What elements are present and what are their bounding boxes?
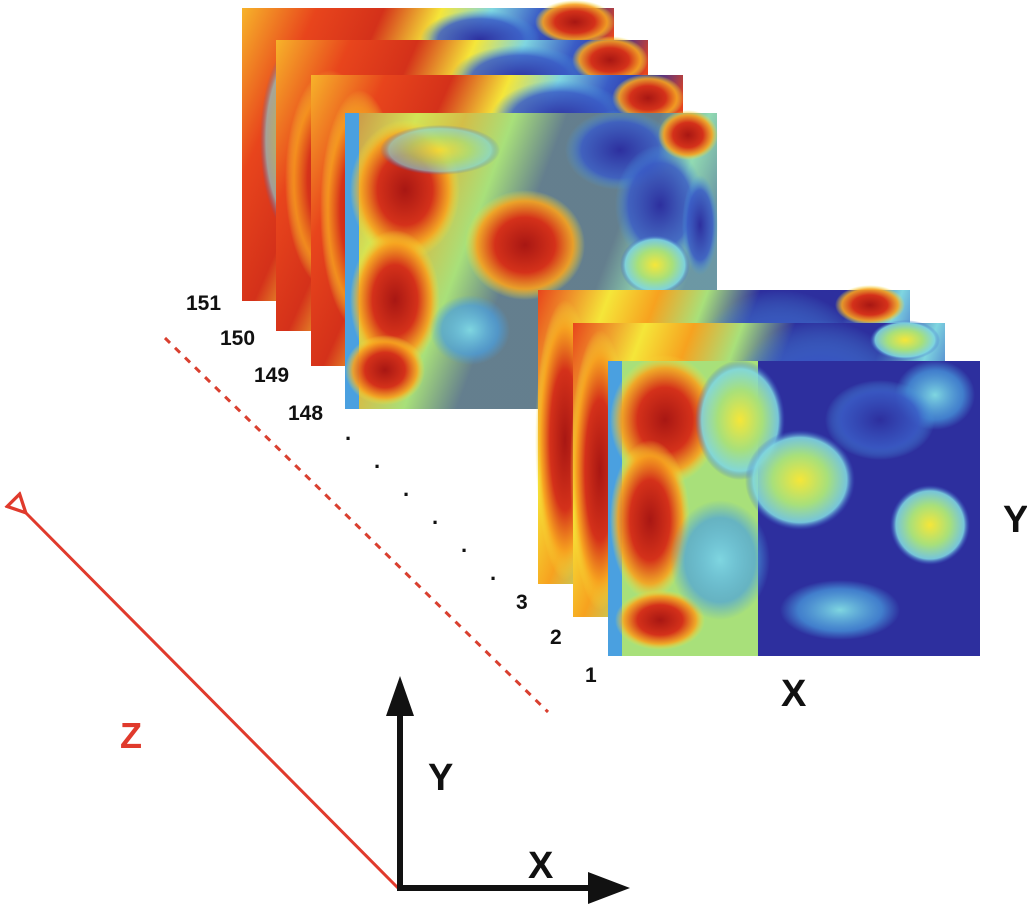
- slice-ellipsis: . . . . . .: [345, 420, 496, 585]
- ellipsis-dot: .: [432, 504, 438, 529]
- slice-label-3: 3: [516, 591, 528, 614]
- stack-y-label: Y: [1003, 499, 1027, 541]
- ellipsis-dot: .: [461, 532, 467, 557]
- y-axis-arrow: [386, 676, 414, 889]
- slice-label-1: 1: [585, 664, 597, 687]
- corner-x-label: X: [528, 845, 554, 887]
- slice-label-148: 148: [288, 402, 323, 425]
- ellipsis-dot: .: [345, 420, 351, 445]
- heatmap-slice-1: [608, 355, 980, 656]
- stack-x-label: X: [781, 673, 807, 715]
- z-axis-arrow: [25, 512, 400, 890]
- x-axis-arrow: [397, 872, 630, 904]
- ellipsis-dot: .: [403, 476, 409, 501]
- slice-label-151: 151: [186, 292, 221, 315]
- ellipsis-dot: .: [490, 560, 496, 585]
- slice-label-149: 149: [254, 364, 289, 387]
- corner-y-label: Y: [428, 757, 453, 799]
- lower-slice-stack: [535, 285, 980, 656]
- ellipsis-dot: .: [374, 448, 380, 473]
- upper-slice-stack: [242, 0, 718, 409]
- slice-label-2: 2: [550, 626, 562, 649]
- heatmap-slice-148: [345, 110, 718, 409]
- slice-label-150: 150: [220, 327, 255, 350]
- z-axis-label: Z: [120, 715, 142, 756]
- stack-guide-dotted-line: [163, 336, 550, 714]
